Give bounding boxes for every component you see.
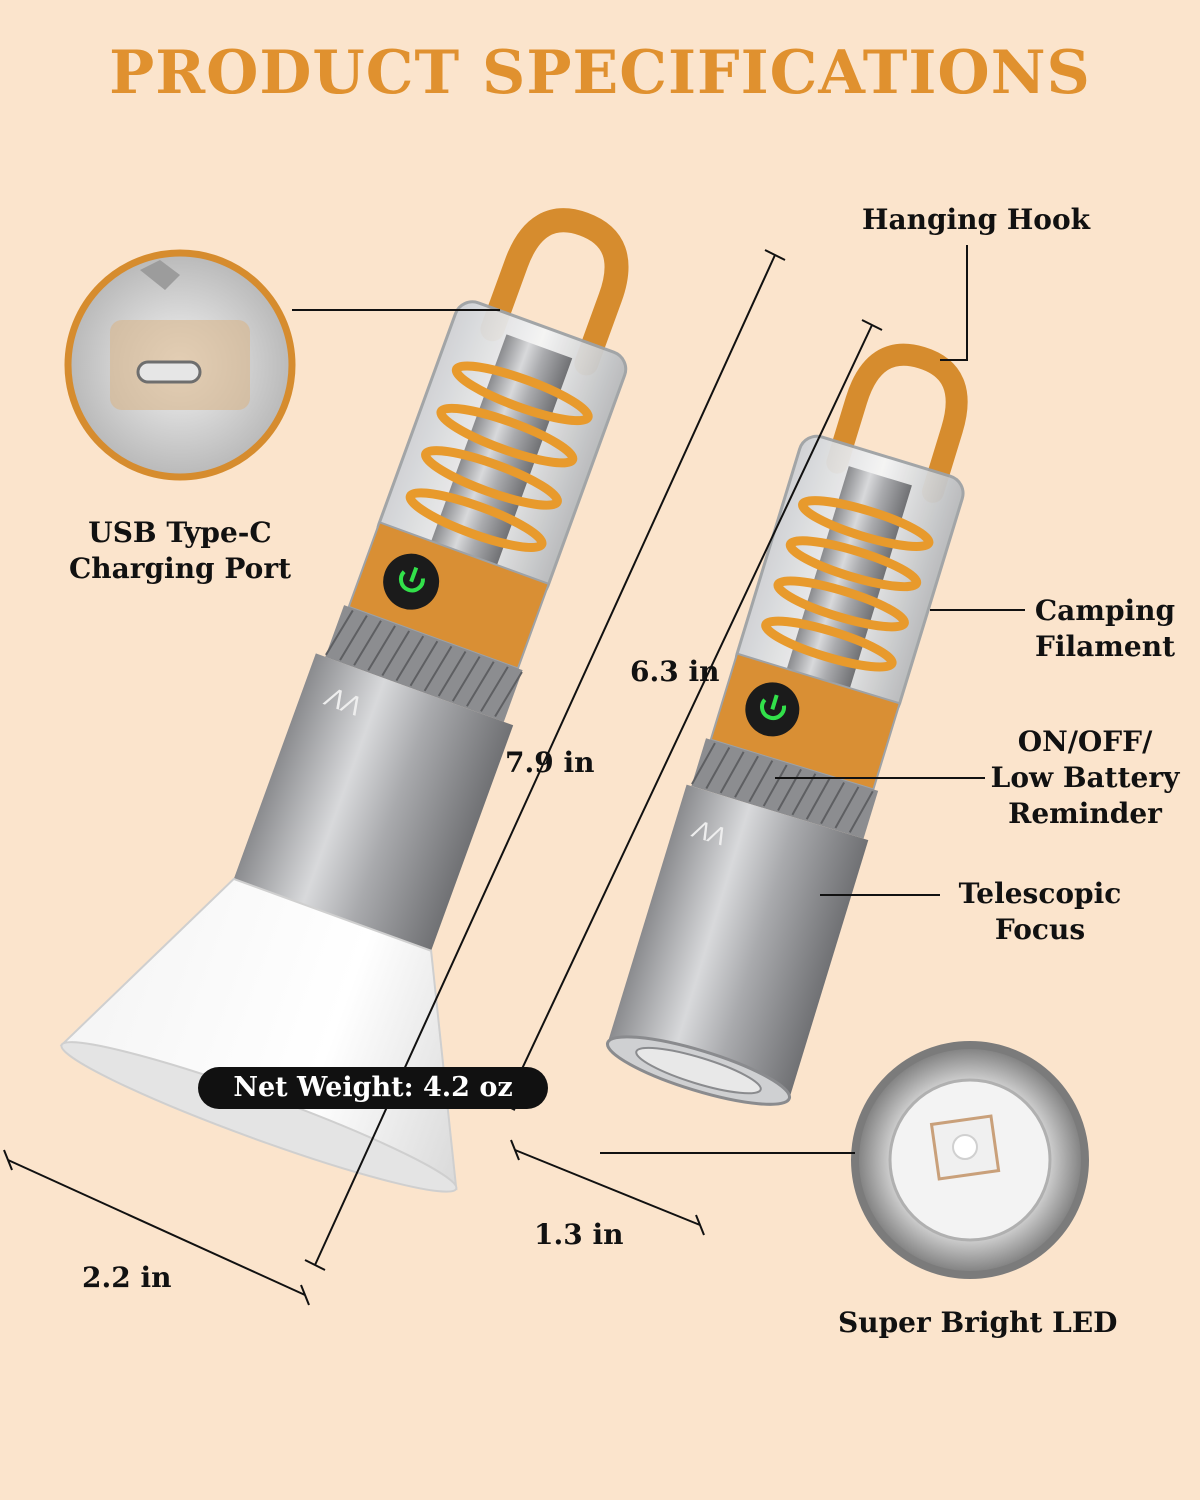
label-super-bright-led: Super Bright LED	[838, 1306, 1118, 1339]
dimension-large-width: 2.2 in	[82, 1261, 172, 1294]
led-detail	[851, 1041, 1089, 1279]
flashlight-small: ΛΛ	[605, 343, 968, 1106]
dimension-line-large-width	[7, 1159, 306, 1296]
label-telescopic-focus: Telescopic Focus	[958, 877, 1122, 946]
usb-port-icon	[136, 360, 202, 384]
dimension-line-small-width	[514, 1149, 701, 1226]
label-onoff-reminder: ON/OFF/ Low Battery Reminder	[990, 725, 1180, 830]
dimension-large-length: 7.9 in	[505, 746, 595, 779]
page-title: PRODUCT SPECIFICATIONS	[109, 38, 1091, 108]
dimension-line-small-length	[504, 324, 873, 1106]
label-camping-filament: Camping Filament	[1034, 594, 1176, 663]
label-usb-charging-port: USB Type-C Charging Port	[68, 516, 292, 585]
hanging-hook-small	[826, 343, 968, 503]
label-hanging-hook: Hanging Hook	[862, 203, 1091, 236]
callout-line-hook	[940, 245, 968, 361]
hanging-hook-large	[480, 208, 629, 376]
dimension-small-length: 6.3 in	[630, 655, 720, 688]
dimension-small-width: 1.3 in	[534, 1218, 624, 1251]
flashlight-large: ΛΛ	[59, 208, 629, 1193]
net-weight-badge: Net Weight: 4.2 oz	[198, 1067, 548, 1109]
usb-port-detail	[64, 249, 296, 481]
